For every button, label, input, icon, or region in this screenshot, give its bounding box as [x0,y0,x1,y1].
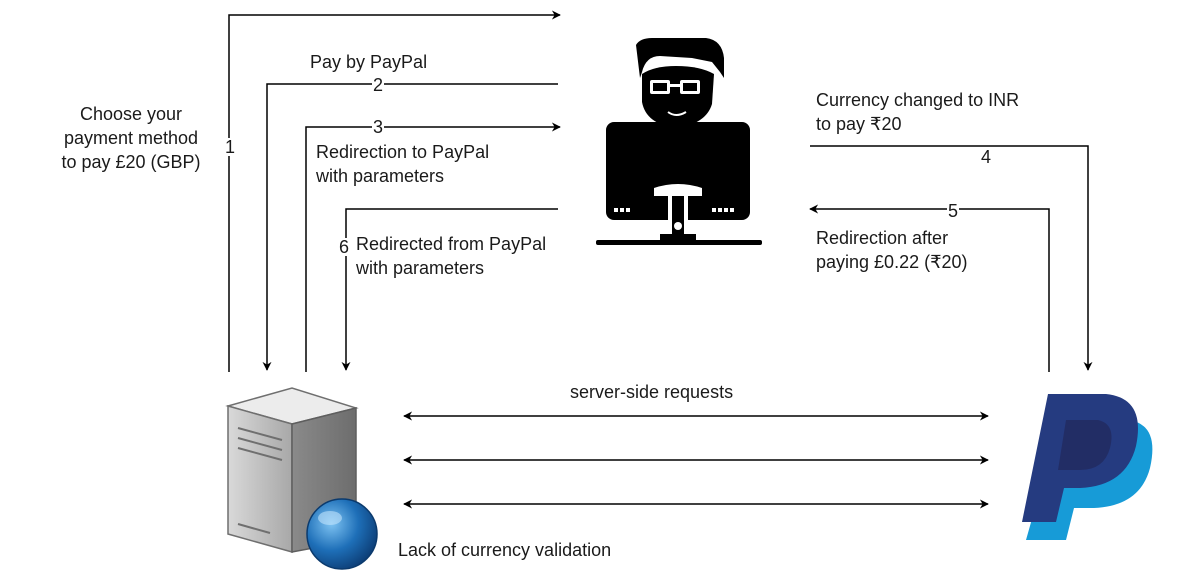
label-server-side-requests: server-side requests [570,382,734,402]
label-line: Redirection after [816,228,949,248]
web-server-icon [225,387,378,570]
label-redirection-after-paying: Redirection after paying £0.22 (₹20) [816,226,968,274]
label-line: Currency changed to INR [816,90,1020,110]
step-number-4: 4 [980,147,993,167]
arrow-step-6 [341,208,558,371]
paypal-logo-icon [1022,394,1153,540]
globe-icon [306,498,378,570]
label-redirected-from-paypal: Redirected from PayPal with parameters [356,232,546,280]
arrow-step-3 [305,122,561,372]
label-line: to pay ₹20 [816,114,902,134]
step-number-1: 1 [224,137,237,157]
step-number-6: 6 [338,237,351,257]
label-line: payment method [63,128,199,148]
arrow-step-5 [809,204,1050,372]
label-redirection-to-paypal: Redirection to PayPal with parameters [316,140,489,188]
arrow-step-2 [262,83,558,371]
hacker-computer-icon [596,38,762,245]
label-line: with parameters [316,166,445,186]
label-line: paying £0.22 (₹20) [816,252,968,272]
label-pay-by-paypal: Pay by PayPal [310,52,428,72]
label-line: Choose your [79,104,183,124]
label-choose-payment-method: Choose your payment method to pay £20 (G… [38,102,224,174]
arrow-step-1 [228,10,561,372]
label-line: with parameters [356,258,485,278]
step-number-5: 5 [947,201,960,221]
label-line: Redirected from PayPal [356,234,547,254]
label-line: to pay £20 (GBP) [61,152,201,172]
step-number-3: 3 [372,117,385,137]
label-line: Redirection to PayPal [316,142,490,162]
step-number-2: 2 [372,75,385,95]
arrow-step-4 [810,145,1093,371]
label-lack-of-currency-validation: Lack of currency validation [398,540,612,560]
label-currency-changed: Currency changed to INR to pay ₹20 [816,88,1019,136]
